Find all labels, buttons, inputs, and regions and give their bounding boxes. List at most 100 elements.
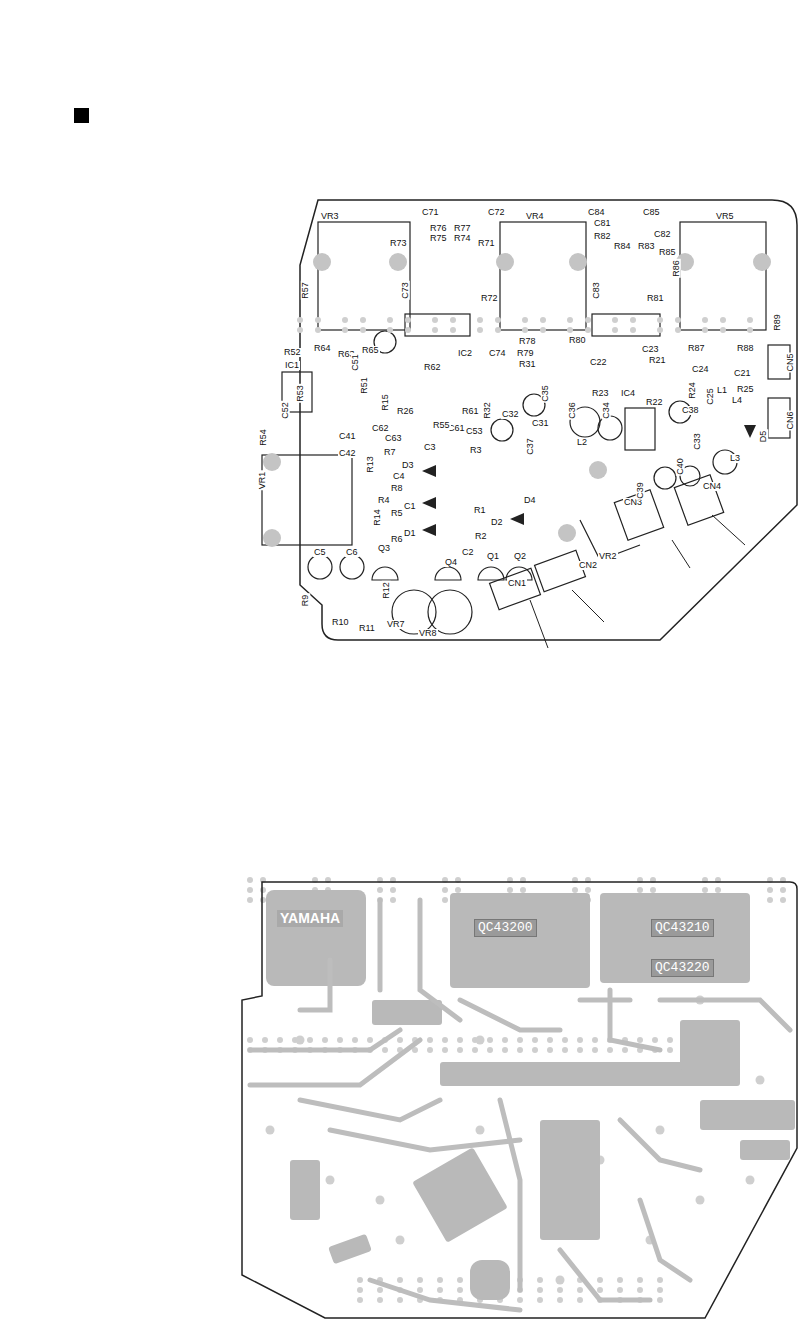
part-designator: C73 [401, 281, 410, 300]
solder-pad [657, 317, 663, 323]
board-code: QC43220 [651, 959, 714, 977]
solder-pad [307, 1037, 313, 1043]
part-designator: R26 [396, 407, 415, 416]
solder-pad [657, 1287, 663, 1293]
solder-pad [637, 1277, 643, 1283]
part-designator: VR2 [598, 552, 618, 561]
solder-pad [296, 1036, 305, 1045]
solder-pad [387, 317, 393, 323]
solder-pad [577, 1047, 583, 1053]
part-designator: R64 [313, 344, 332, 353]
part-designator: C72 [487, 208, 506, 217]
solder-pad [455, 887, 461, 893]
solder-pad [577, 1297, 583, 1303]
solder-pad [476, 1126, 485, 1135]
part-designator: R88 [736, 344, 755, 353]
board-code: QC43210 [651, 919, 714, 937]
part-designator: R53 [296, 384, 305, 403]
solder-pad [382, 1047, 388, 1053]
solder-pad [472, 1047, 478, 1053]
solder-pad [780, 887, 786, 893]
part-designator: C82 [653, 230, 672, 239]
part-designator: R32 [483, 401, 492, 420]
solder-pad [637, 1037, 643, 1043]
part-designator: L1 [716, 386, 728, 395]
solder-pad [277, 1037, 283, 1043]
part-designator: R9 [301, 594, 310, 608]
solder-pad [702, 317, 708, 323]
part-designator: R71 [477, 239, 496, 248]
solder-pad [442, 1037, 448, 1043]
part-designator: C31 [531, 419, 550, 428]
solder-pad [547, 1037, 553, 1043]
solder-pad [532, 1047, 538, 1053]
part-designator: IC1 [284, 361, 300, 370]
part-designator: R14 [373, 508, 382, 527]
solder-pad [432, 317, 438, 323]
solder-pad [507, 887, 513, 893]
part-designator: R5 [390, 509, 404, 518]
part-designator: R6 [390, 535, 404, 544]
solder-pad [630, 317, 636, 323]
part-designator: C4 [392, 472, 406, 481]
part-designator: R12 [382, 581, 391, 600]
solder-pad [487, 1047, 493, 1053]
solder-pad [657, 1297, 663, 1303]
solder-pad [457, 1277, 463, 1283]
part-designator: C74 [488, 349, 507, 358]
solder-pad [247, 1037, 253, 1043]
part-designator: C53 [465, 427, 484, 436]
solder-pad [715, 887, 721, 893]
solder-pad [585, 887, 591, 893]
mounting-pads [263, 253, 771, 547]
solder-pad [405, 327, 411, 333]
part-designator: R1 [473, 506, 487, 515]
part-designator: VR8 [418, 629, 438, 638]
part-designator: L3 [729, 454, 741, 463]
solder-pad [396, 1236, 405, 1245]
solder-pad [442, 887, 448, 893]
part-designator: R83 [637, 242, 656, 251]
solder-pad [260, 887, 266, 893]
solder-pad [656, 1126, 665, 1135]
part-designator: R54 [259, 428, 268, 447]
solder-pad [427, 1047, 433, 1053]
solder-pad [442, 1047, 448, 1053]
part-designator: R84 [613, 242, 632, 251]
solder-pad [427, 1037, 433, 1043]
solder-pad [562, 1037, 568, 1043]
solder-pad [266, 1126, 275, 1135]
solder-pad [495, 327, 501, 333]
part-designator: R78 [518, 337, 537, 346]
part-designator: D1 [403, 529, 417, 538]
solder-pad [322, 1037, 328, 1043]
part-designator: VR1 [258, 471, 267, 491]
part-designator: R10 [331, 618, 350, 627]
part-designator: R11 [358, 624, 376, 633]
solder-pad [432, 327, 438, 333]
part-designator: C41 [338, 432, 357, 441]
part-designator: D5 [759, 430, 768, 444]
solder-pad [315, 327, 321, 333]
solder-pad [630, 327, 636, 333]
solder-pad [377, 1287, 383, 1293]
solder-pad [377, 1297, 383, 1303]
part-designator: R55 [432, 421, 451, 430]
part-designator: C84 [587, 208, 606, 217]
solder-pad [696, 1196, 705, 1205]
part-designator: C1 [403, 502, 417, 511]
solder-pad [597, 1277, 603, 1283]
part-designator: Q3 [377, 544, 391, 553]
section-marker [74, 108, 89, 123]
part-designator: CN6 [786, 410, 795, 430]
solder-pad [260, 897, 266, 903]
solder-pad [315, 317, 321, 323]
solder-pad [650, 887, 656, 893]
solder-pad [247, 887, 253, 893]
solder-pad [517, 1047, 523, 1053]
part-designator: C32 [501, 410, 520, 419]
part-designator: R2 [474, 532, 488, 541]
part-designator: R3 [469, 446, 483, 455]
solder-pad [367, 1037, 373, 1043]
